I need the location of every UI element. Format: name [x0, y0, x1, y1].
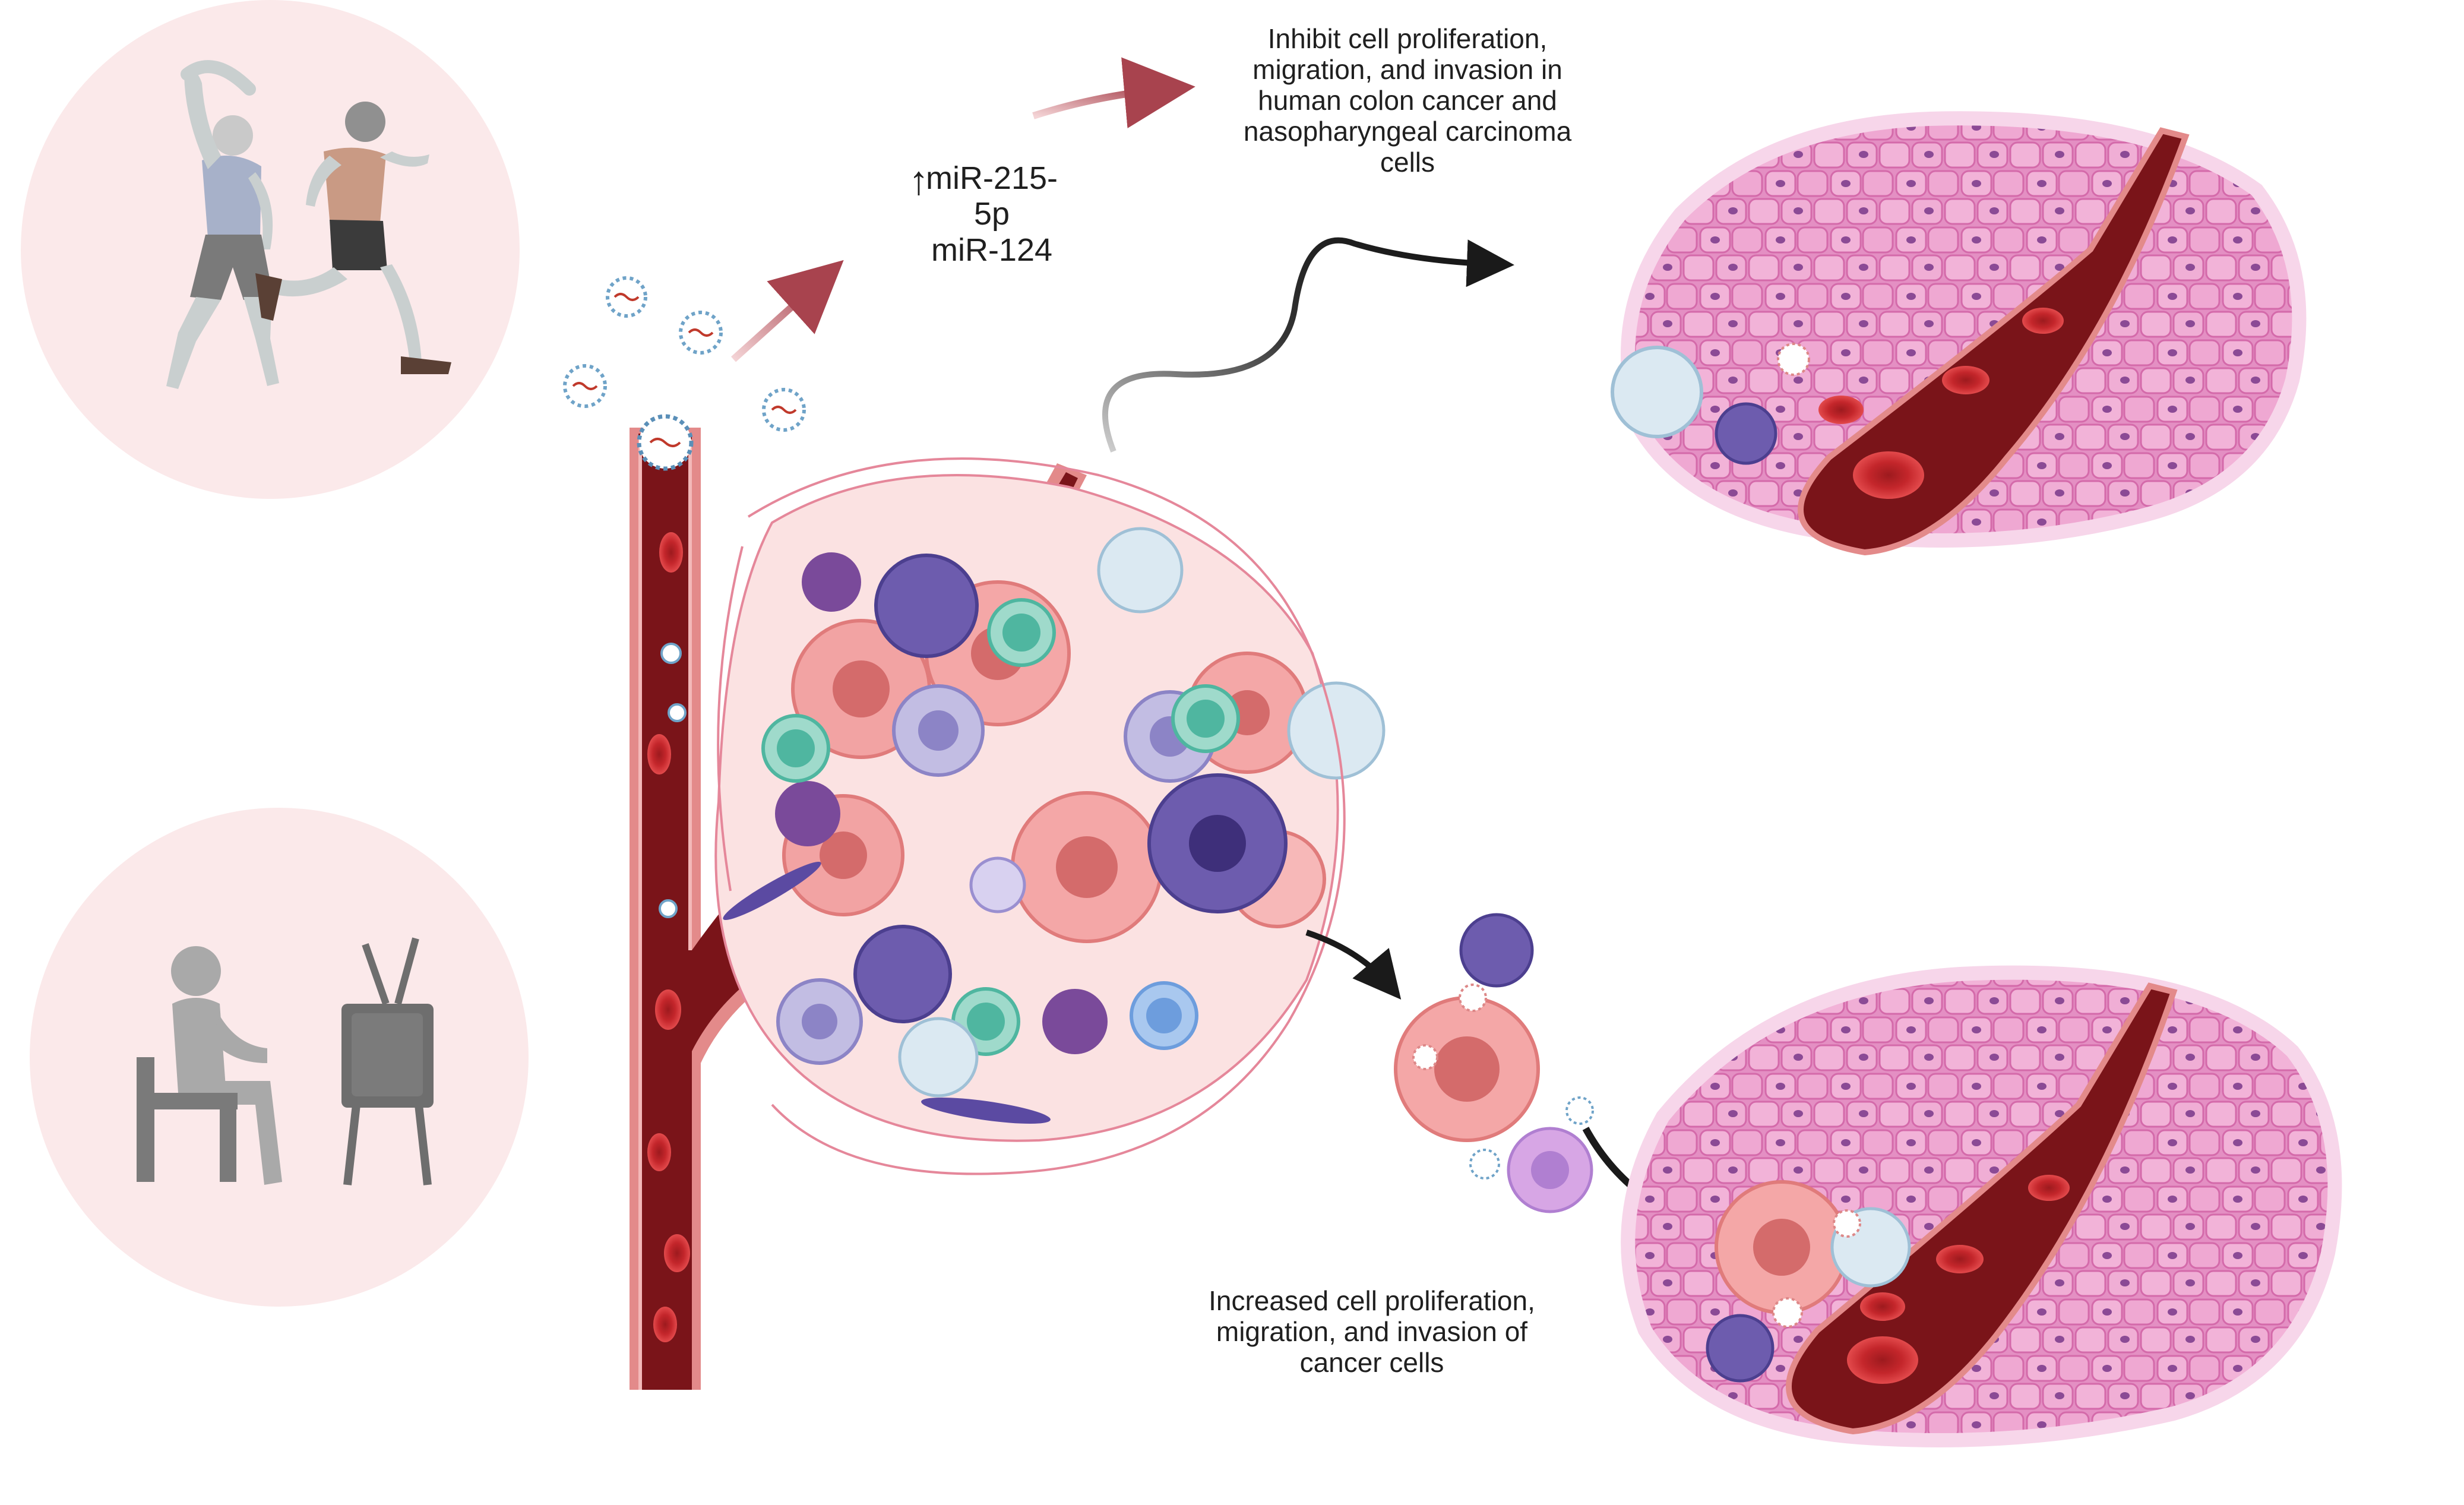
- exosomes-cluster: [563, 276, 806, 471]
- bottom-outcome-line: cancer cells: [1299, 1346, 1444, 1378]
- running-man-icon: [255, 102, 451, 374]
- tumor-cells-purple: [775, 552, 1288, 1054]
- macrophages-lightblue: [898, 527, 1386, 1098]
- mirna-line: miR-215-5p: [925, 160, 1058, 232]
- healthy-tissue-top: [1611, 111, 2307, 556]
- seated-person-icon: [171, 946, 282, 1185]
- t-cells-green: [761, 598, 1240, 1056]
- vessel-bottom-right: [1786, 982, 2178, 1435]
- tumor-outline-fibers: [747, 457, 1346, 1175]
- migrating-cells: [1394, 913, 1594, 1213]
- macrophage-top: [1611, 346, 1703, 438]
- vessel-top-right: [1798, 127, 2190, 556]
- bottom-outcome-line: migration, and invasion of: [1216, 1316, 1528, 1347]
- red-arrow-small: [730, 260, 844, 362]
- television-icon: [341, 937, 434, 1185]
- exercising-people-icon: [166, 60, 451, 389]
- arrow-to-migrating: [1305, 929, 1402, 1000]
- wavy-arrow: [1102, 237, 1514, 453]
- up-arrow-icon: ↑: [909, 158, 929, 203]
- top-outcome-line: Inhibit cell proliferation,: [1267, 23, 1548, 54]
- b-cell-blue: [1130, 981, 1198, 1050]
- exosome-top: [1777, 343, 1810, 376]
- mirna-line: miR-124: [931, 232, 1053, 268]
- mirna-label: ↑ miR-215-5p miR-124: [909, 160, 1069, 268]
- fibroblasts: [723, 861, 1051, 1124]
- bottom-outcome-label: Increased cell proliferation, migration,…: [1128, 1285, 1615, 1378]
- person-watching-tv-icon: [137, 937, 434, 1185]
- sedentary-panel-circle: [30, 808, 529, 1307]
- sedentary-panel: [30, 808, 529, 1307]
- immune-cells-lavender: [776, 684, 1216, 1065]
- purple-cell-top: [1715, 402, 1777, 465]
- top-outcome-line: nasopharyngeal carcinoma: [1243, 115, 1572, 147]
- top-outcome-line: cells: [1380, 146, 1435, 178]
- top-outcome-line: human colon cancer and: [1258, 84, 1557, 116]
- purple-cell-bottom: [1706, 1314, 1775, 1383]
- red-arrow-upper: [1032, 57, 1195, 129]
- top-outcome-label: Inhibit cell proliferation, migration, a…: [1200, 23, 1615, 178]
- tumor-microenvironment: [714, 457, 1386, 1175]
- top-outcome-line: migration, and invasion in: [1252, 53, 1562, 85]
- chair-icon: [137, 1057, 238, 1182]
- exercise-panel: [21, 0, 520, 499]
- invaded-tissue-bottom: [1621, 965, 2342, 1447]
- bottom-outcome-line: Increased cell proliferation,: [1209, 1285, 1535, 1316]
